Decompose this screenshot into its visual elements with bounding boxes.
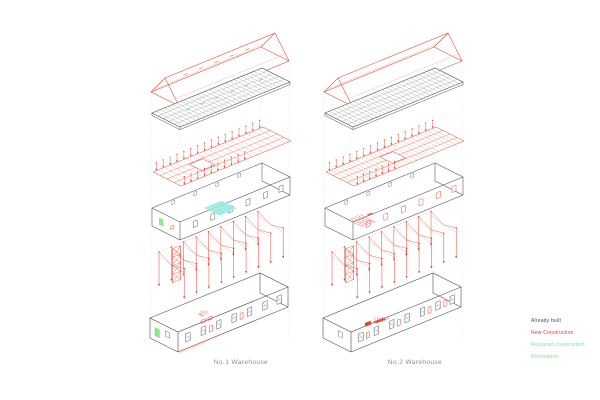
warehouse-1-base-layer [149,272,289,354]
warehouse-2-walls-layer [324,162,464,241]
warehouse-2-roof-layer [323,32,463,107]
warehouse-1-steel-framing-layer [152,119,292,187]
legend: Already built New Construction Replaced … [531,315,585,363]
legend-item-already-built: Already built [531,318,562,324]
legend-item-replaced-construction: Replaced construction [531,342,585,348]
legend-item-renovation: Renovation [531,354,559,360]
warehouse-2-steel-framing-layer [325,119,465,187]
warehouse-2-columns-layer [330,210,458,299]
warehouse-2-base-layer [322,272,462,353]
warehouse-1-walls-layer [151,162,291,241]
warehouse-1-roof-layer [150,32,290,107]
warehouse-2-label: No.2 Warehouse [387,359,443,366]
warehouse-1-stack [149,32,292,354]
warehouse-1-columns-layer [157,210,285,299]
legend-item-new-construction: New Construction [531,330,574,336]
warehouse-1-label: No.1 Warehouse [213,359,269,366]
warehouse-1-roof-truss-layer [151,67,291,130]
warehouse-2-stack [322,32,465,354]
warehouse-2-roof-truss-layer [324,67,464,130]
